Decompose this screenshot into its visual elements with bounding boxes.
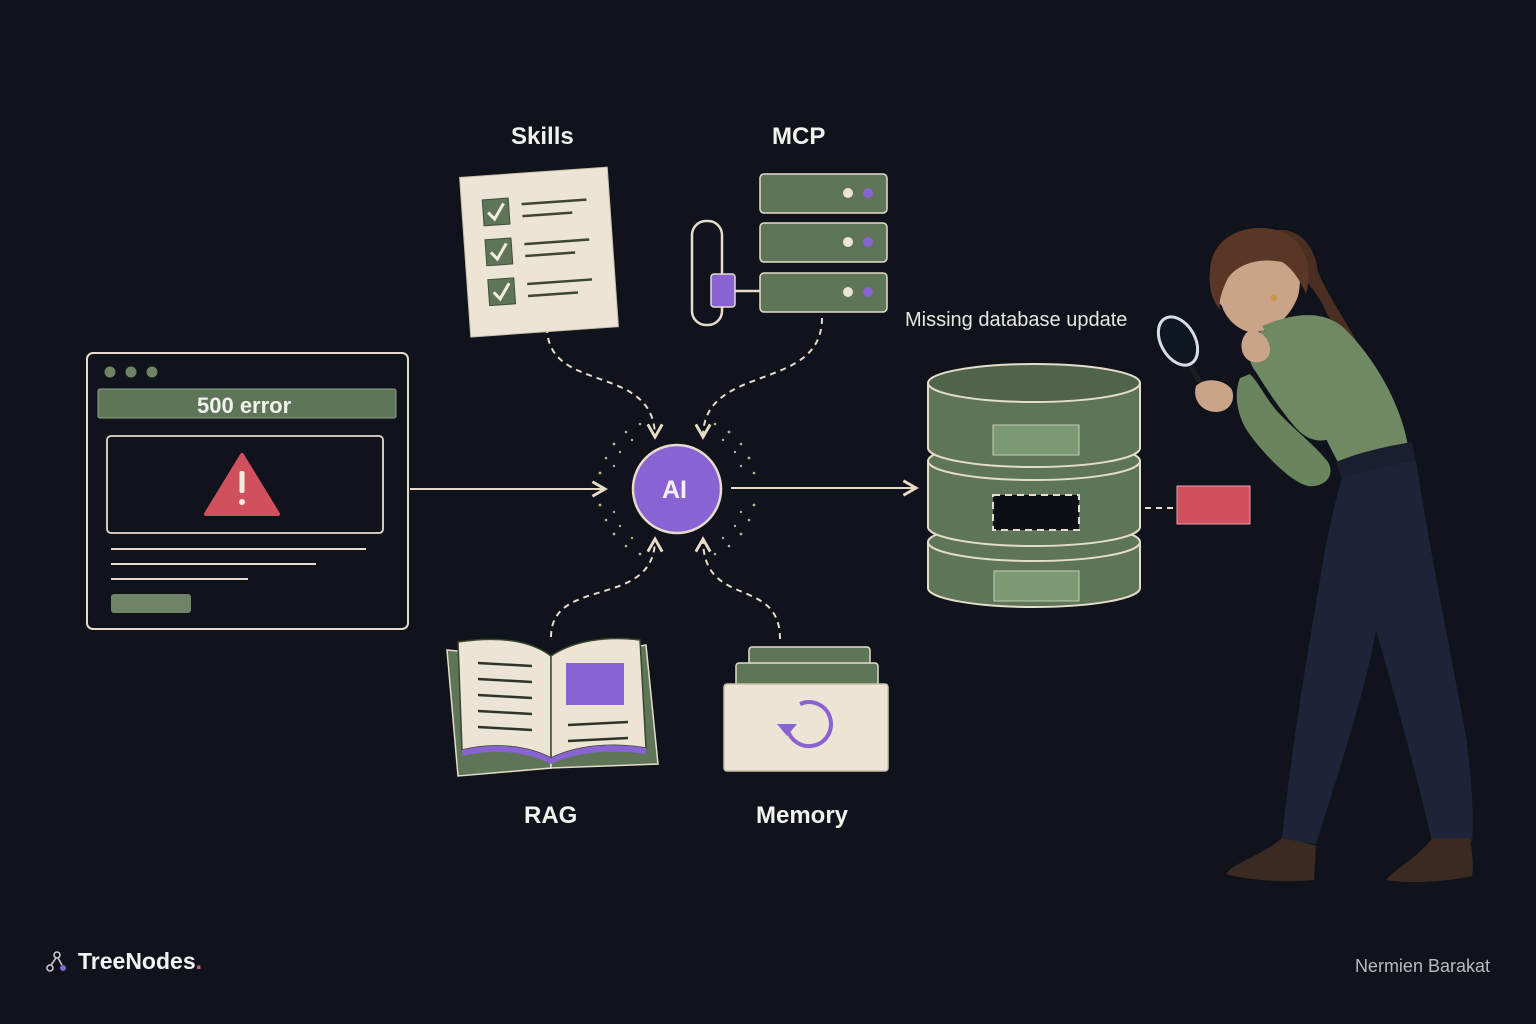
warning-icon [204,453,280,516]
skills-label: Skills [511,123,574,150]
memory-to-ai-arrow [694,536,781,640]
database-icon [927,363,1141,608]
author-credit: Nermien Barakat [1354,956,1490,976]
brand-logo: TreeNodes. [46,948,202,975]
error-browser-window [86,352,409,630]
rag-to-ai-arrow [550,536,664,638]
memory-folder-icon [723,646,889,772]
brand-name: TreeNodes [78,948,196,974]
ai-label: AI [662,476,687,504]
page-button-shape [111,594,191,613]
memory-label: Memory [756,802,849,829]
plug-connector-icon [690,219,760,327]
error-banner [97,388,397,419]
missing-record-block [1176,485,1251,525]
flow-arrows [546,317,1173,640]
investigator-illustration [1156,227,1473,883]
ai-node [598,422,756,556]
rag-book-icon [446,637,659,777]
skills-to-ai-arrow [546,326,664,440]
error-label: 500 error [197,393,292,418]
mcp-server-icon [759,173,888,313]
refresh-icon [777,700,833,749]
mcp-to-ai-arrow [694,317,823,440]
missing-record-slot [992,494,1080,531]
tree-nodes-icon [46,950,66,972]
mcp-label: MCP [772,123,826,150]
rag-label: RAG [524,802,578,829]
skills-checklist-icon [459,166,619,338]
missing-update-note: Missing database update [905,309,1128,331]
brand-dot: . [195,948,202,974]
